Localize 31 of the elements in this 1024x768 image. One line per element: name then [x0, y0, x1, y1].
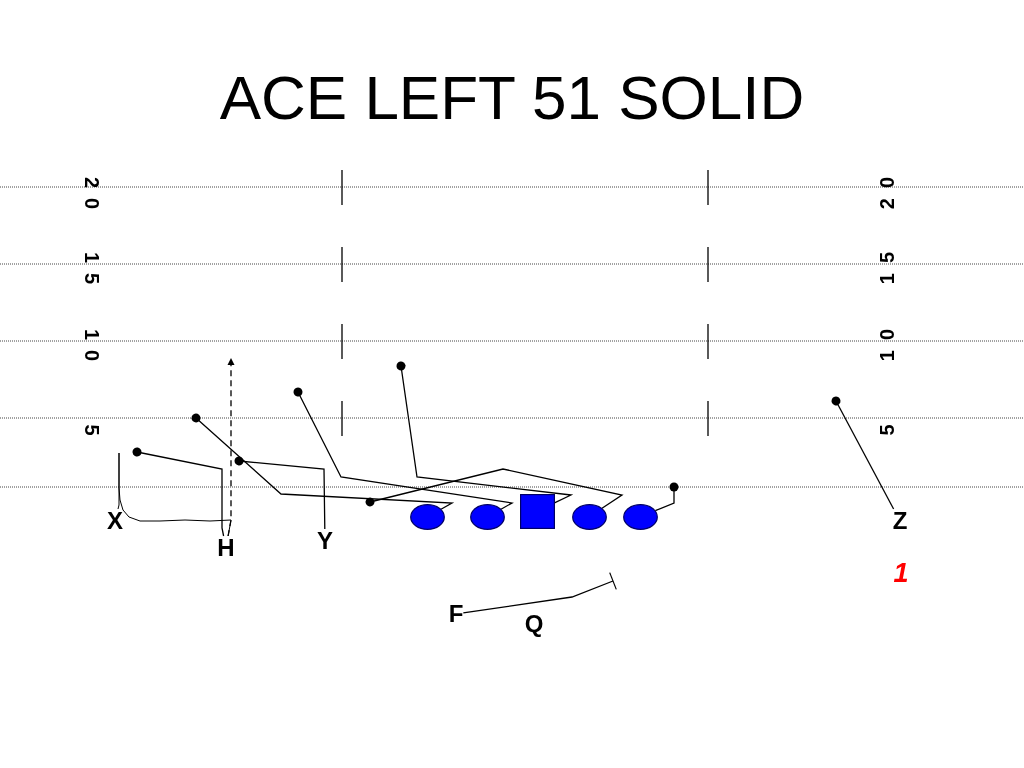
dashed-arrow: [227, 357, 235, 537]
yard-number: 20: [82, 175, 102, 220]
player-ellipse: [469, 504, 505, 530]
route-line: [396, 361, 574, 504]
route-line: [365, 468, 624, 509]
player-square: [519, 493, 555, 529]
route-line: [831, 396, 895, 510]
route-line: [132, 447, 225, 537]
player-label: Q: [524, 612, 544, 636]
player-ellipse: [409, 504, 445, 530]
yard-number: 5: [877, 414, 897, 438]
player-label: X: [107, 509, 123, 533]
yard-number: 20: [877, 166, 897, 212]
yard-number: 15: [877, 241, 897, 287]
route-line: [462, 572, 617, 614]
route-line: [234, 456, 326, 530]
player-ellipse: [571, 504, 607, 530]
player-label: H: [217, 536, 235, 560]
route-line: [293, 387, 514, 510]
route-line: [191, 413, 455, 510]
player-label: Y: [317, 529, 333, 553]
read-number: 1: [893, 559, 909, 587]
player-label: F: [448, 602, 464, 626]
yard-number: 5: [82, 423, 102, 446]
play-title: ACE LEFT 51 SOLID: [218, 67, 806, 129]
yard-number: 15: [82, 250, 102, 295]
yard-number: 10: [82, 327, 102, 372]
player-ellipse: [622, 504, 658, 530]
route-line: [654, 482, 679, 512]
yard-number: 10: [877, 318, 897, 364]
player-label: Z: [892, 509, 908, 533]
